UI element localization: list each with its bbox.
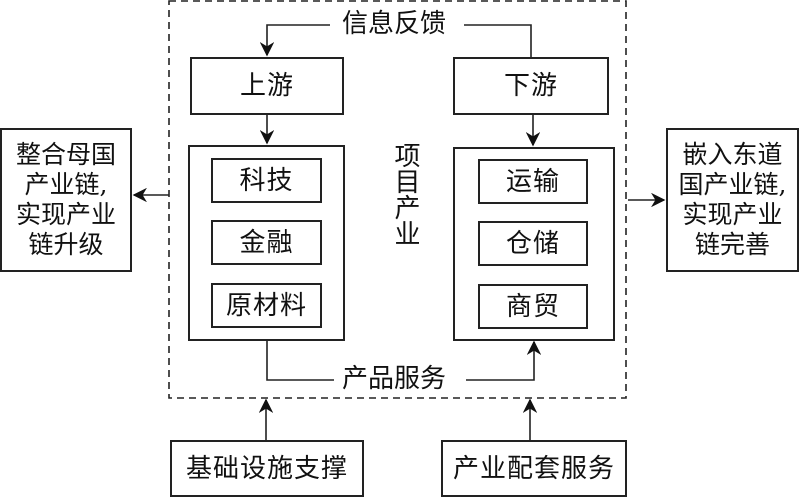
service-arrow xyxy=(466,340,542,381)
service-line xyxy=(266,340,334,381)
feedback-arrow xyxy=(259,24,330,57)
project-boundary xyxy=(168,0,627,399)
downstream-item-label: 运输 xyxy=(505,166,560,197)
left-outcome-box: 整合母国 产业链, 实现产业 链升级 xyxy=(0,128,132,272)
downstream-item: 仓储 xyxy=(478,221,588,266)
upstream-box: 上游 xyxy=(190,57,344,115)
downstream-item-label: 商贸 xyxy=(505,291,560,322)
service-label: 产品服务 xyxy=(340,364,449,394)
upstream-item-label: 原材料 xyxy=(225,290,307,321)
left-outcome-text: 整合母国 产业链, 实现产业 链升级 xyxy=(15,140,116,259)
right-outcome-text: 嵌入东道 国产业链, 实现产业 链完善 xyxy=(678,140,787,259)
feedback-label: 信息反馈 xyxy=(340,9,449,39)
downstream-box: 下游 xyxy=(453,57,609,115)
project-industry-label: 项目产业 xyxy=(390,142,420,246)
supporting-service-box: 产业配套服务 xyxy=(441,440,627,497)
downstream-item-label: 仓储 xyxy=(505,228,560,259)
right-outcome-box: 嵌入东道 国产业链, 实现产业 链完善 xyxy=(666,128,799,272)
supporting-service-label: 产业配套服务 xyxy=(452,453,615,484)
downstream-item: 运输 xyxy=(478,159,588,204)
feedback-line xyxy=(464,24,532,57)
upstream-title: 上游 xyxy=(239,71,294,101)
downstream-title: 下游 xyxy=(503,71,558,101)
infrastructure-label: 基础设施支撑 xyxy=(185,453,348,484)
infrastructure-box: 基础设施支撑 xyxy=(170,440,364,497)
upstream-item: 原材料 xyxy=(211,283,322,328)
upstream-item-label: 科技 xyxy=(239,165,294,196)
upstream-item: 科技 xyxy=(211,158,322,203)
upstream-item-label: 金融 xyxy=(239,227,294,258)
upstream-item: 金融 xyxy=(211,220,322,265)
downstream-item: 商贸 xyxy=(478,284,588,329)
